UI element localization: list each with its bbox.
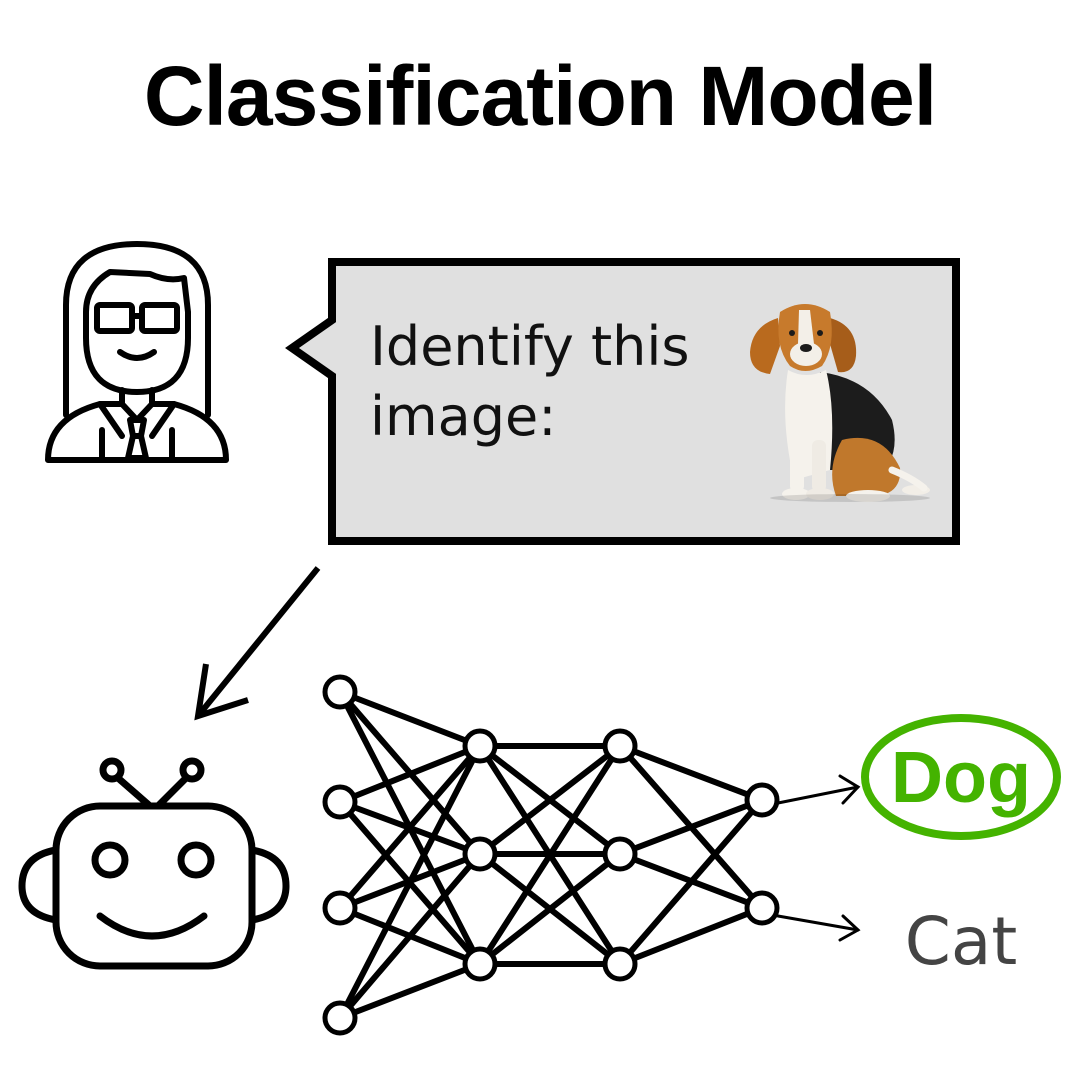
hidden-node — [602, 728, 638, 764]
input-node — [322, 1000, 358, 1036]
output-label-dog: Dog — [891, 738, 1031, 818]
cat-output-arrow — [776, 914, 860, 932]
hidden-node — [462, 946, 498, 982]
page-title: Classification Model — [143, 49, 937, 143]
output-label-cat: Cat — [904, 903, 1018, 980]
selected-output-highlight — [861, 714, 1061, 840]
output-node — [744, 782, 780, 818]
dog-output-arrow — [776, 785, 860, 805]
input-node — [322, 890, 358, 926]
output-arrows — [776, 774, 861, 942]
hidden-node — [462, 836, 498, 872]
network-edges — [337, 689, 765, 1021]
bubble-line-2: image: — [370, 385, 557, 448]
input-node — [322, 784, 358, 820]
bubble-prompt-text: Identify this image: — [370, 312, 730, 452]
bubble-line-1: Identify this — [370, 315, 690, 378]
hidden-node — [462, 728, 498, 764]
network-nodes — [322, 674, 780, 1036]
robot-icon — [18, 757, 290, 970]
neural-network-icon — [322, 674, 780, 1036]
output-node — [744, 890, 780, 926]
hidden-node — [602, 836, 638, 872]
bubble-to-robot-arrow — [194, 566, 321, 721]
beagle-dog-photo — [750, 304, 930, 502]
hidden-node — [602, 946, 638, 982]
person-with-glasses-icon — [45, 241, 229, 463]
input-node — [322, 674, 358, 710]
